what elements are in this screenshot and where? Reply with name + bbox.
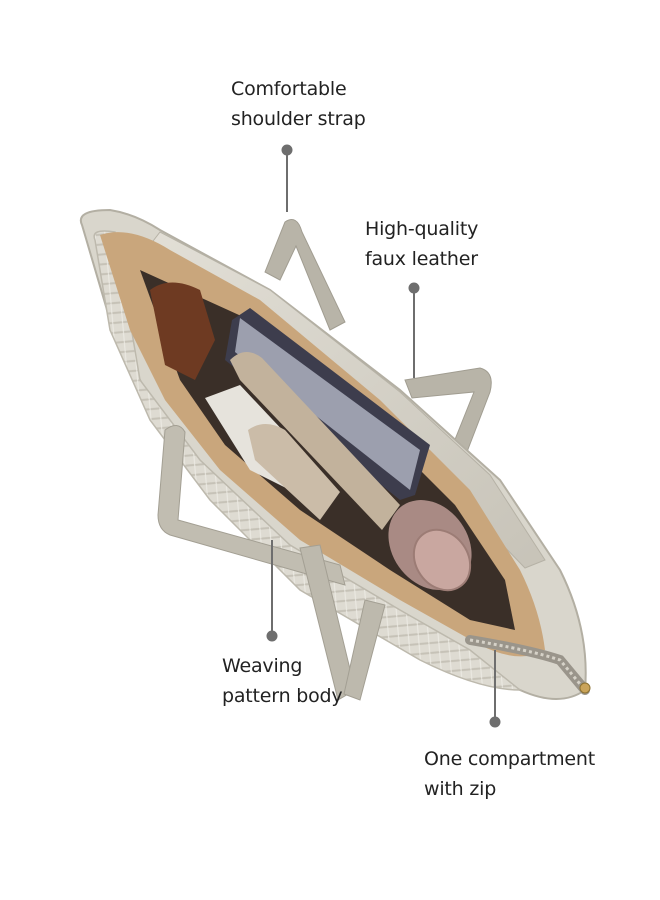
callout-leaders: [266, 144, 501, 728]
front-strap-lower-right: [343, 599, 386, 701]
woven-front-panel: [93, 230, 523, 691]
callout-zip-compartment: One compartment with zip: [424, 744, 595, 804]
quilted-pouch: [248, 424, 340, 520]
zipper-teeth: [469, 638, 587, 691]
callout-line: High-quality: [365, 218, 479, 240]
callout-shoulder-strap: Comfortable shoulder strap: [231, 74, 366, 134]
weave-leader-dot: [266, 630, 278, 642]
callout-weaving-pattern: Weaving pattern body: [222, 651, 343, 711]
zipper-pull: [579, 682, 591, 694]
bag-contents: [150, 282, 472, 592]
tube-case: [230, 351, 400, 530]
callout-line: faux leather: [365, 248, 478, 270]
tumbler-lid: [412, 528, 472, 592]
callout-line: pattern body: [222, 685, 343, 707]
notebook-pages: [235, 318, 420, 490]
wallet: [150, 282, 215, 380]
callout-line: shoulder strap: [231, 108, 366, 130]
leather-leader-dot: [408, 282, 420, 294]
callout-line: with zip: [424, 778, 497, 800]
callout-faux-leather: High-quality faux leather: [365, 214, 478, 274]
strap-leader-dot: [281, 144, 293, 156]
zip-leader-dot: [489, 716, 501, 728]
callout-line: One compartment: [424, 748, 595, 770]
callout-line: Weaving: [222, 655, 303, 677]
back-strap: [264, 219, 346, 331]
callout-line: Comfortable: [231, 78, 347, 100]
